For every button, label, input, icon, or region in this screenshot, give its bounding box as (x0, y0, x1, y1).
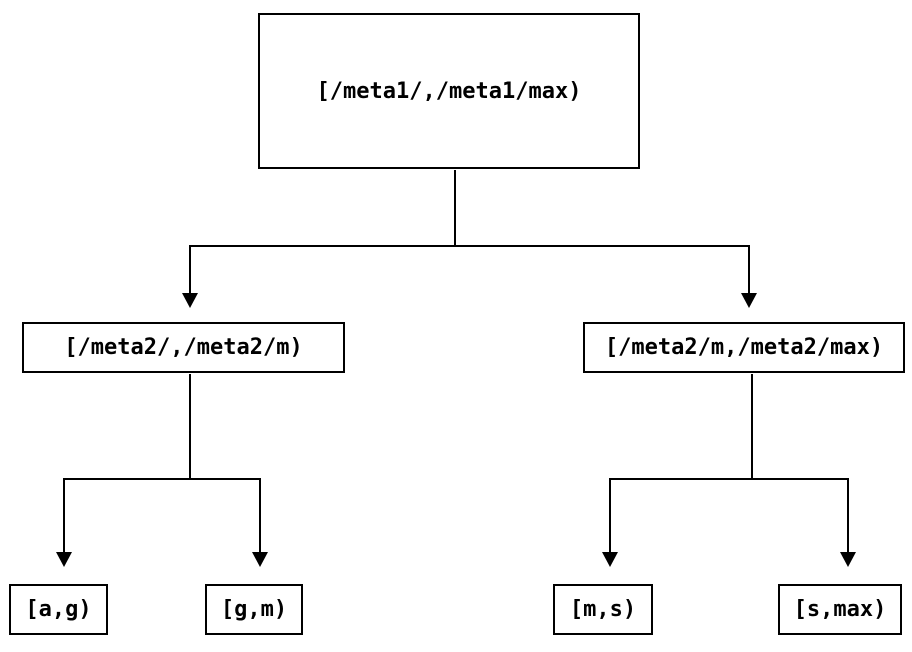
tree-node-leaf-gm: [g,m) (205, 584, 303, 635)
arrow-down-icon (741, 293, 757, 308)
tree-node-root: [/meta1/,/meta1/max) (258, 13, 640, 169)
arrow-down-icon (56, 552, 72, 567)
arrow-down-icon (602, 552, 618, 567)
edge-arrowheads (56, 293, 856, 567)
edge-lines (63, 170, 849, 553)
arrow-down-icon (840, 552, 856, 567)
tree-node-leaf-ms: [m,s) (553, 584, 653, 635)
tree-node-meta2-left: [/meta2/,/meta2/m) (22, 322, 345, 373)
tree-node-leaf-ag: [a,g) (9, 584, 108, 635)
tree-node-meta2-right: [/meta2/m,/meta2/max) (583, 322, 905, 373)
tree-node-leaf-smax: [s,max) (778, 584, 902, 635)
arrow-down-icon (252, 552, 268, 567)
arrow-down-icon (182, 293, 198, 308)
